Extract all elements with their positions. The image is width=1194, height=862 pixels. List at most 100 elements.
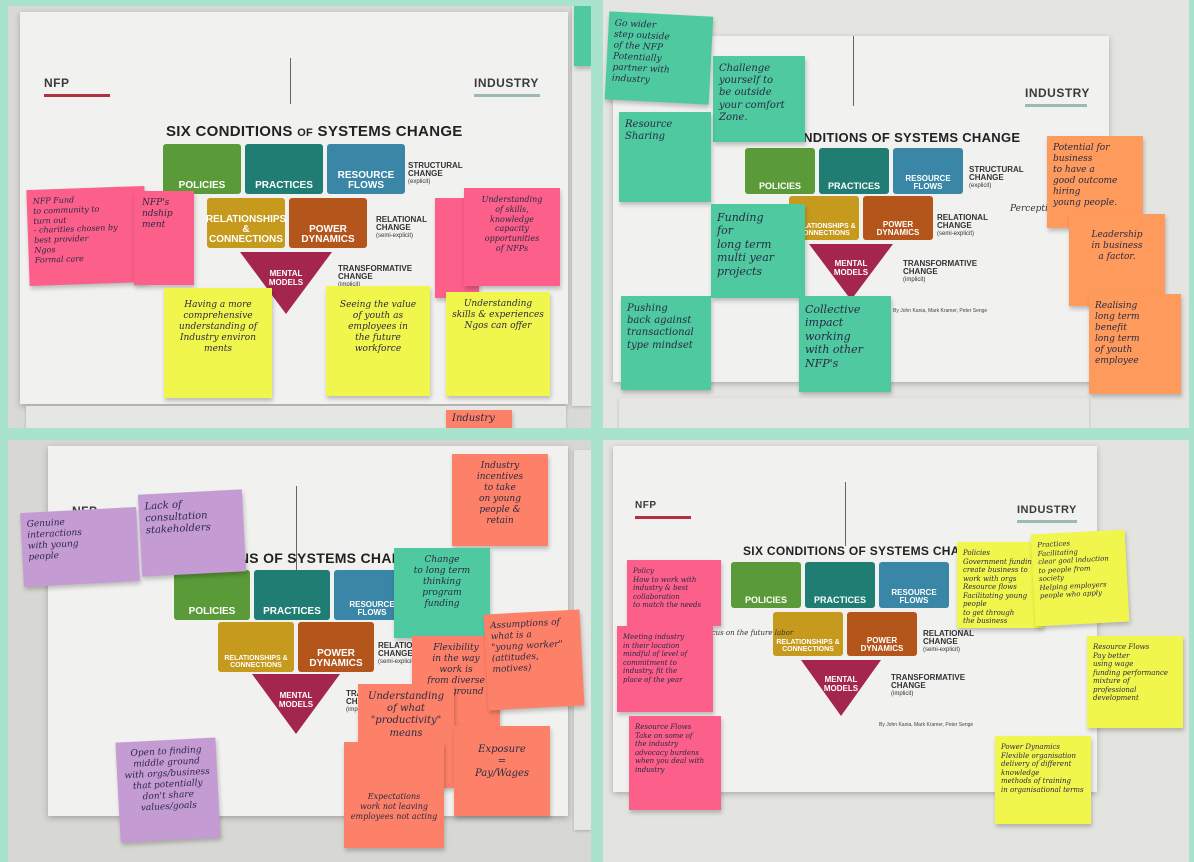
- nfp-underline: [635, 516, 691, 519]
- relational-sub: (semi-explicit): [378, 658, 416, 665]
- sticky-note: Open to finding middle ground with orgs/…: [115, 737, 221, 843]
- credit-text: By John Kania, Mark Kramer, Peter Senge: [879, 722, 974, 728]
- structural-label: STRUCTURAL CHANGE(explicit): [969, 165, 1025, 189]
- title-main: SIX CONDITIONS: [166, 123, 293, 140]
- relational-label: RELATIONAL CHANGE(semi-explicit): [376, 215, 436, 239]
- structural-sub: (explicit): [969, 182, 992, 189]
- resource-flows-label: RESOURCE FLOWS: [337, 170, 395, 191]
- title-text: CONDITIONS OF SYSTEMS CHANGE: [783, 130, 1021, 145]
- sticky-note: Leadership in business a factor.: [1069, 214, 1165, 306]
- transformative-sub: (implicit): [346, 707, 406, 713]
- practices-label: PRACTICES: [263, 606, 321, 617]
- transformative-label: TRANSFORMATIVE CHANGE(implicit): [338, 264, 412, 288]
- panel-bottom-left: NFP DITIONS OF SYSTEMS CHANGE POLICIES P…: [8, 440, 591, 862]
- power-dynamics-box: POWER DYNAMICS: [863, 196, 933, 240]
- relationships-label: RELATIONSHIPS & CONNECTIONS: [224, 655, 288, 669]
- sticky-note: Expectations work not leaving employees …: [344, 742, 444, 848]
- resource-flows-label: RESOURCE FLOWS: [349, 600, 395, 617]
- structural-text: STRUCTURAL CHANGE: [408, 161, 463, 179]
- title-rest: SYSTEMS CHANGE: [317, 123, 463, 140]
- panel-top-right: INDUSTRY CONDITIONS OF SYSTEMS CHANGE PO…: [603, 0, 1189, 428]
- mental-models-label: MENTAL MODELS: [278, 691, 314, 709]
- sticky-note: Go wider step outside of the NFP Potenti…: [604, 11, 714, 105]
- resource-flows-box: RESOURCE FLOWS: [893, 148, 963, 194]
- power-label: POWER DYNAMICS: [860, 636, 904, 653]
- panel-bottom-right: NFP INDUSTRY SIX CONDITIONS OF SYSTEMS C…: [603, 440, 1189, 862]
- bottom-tab-note: Industry: [446, 410, 512, 428]
- sticky-note: Funding for long term multi year project…: [711, 204, 805, 298]
- transformative-sub: (implicit): [891, 690, 914, 697]
- nfp-underline: [44, 94, 110, 97]
- industry-underline: [1025, 104, 1087, 107]
- power-label: POWER DYNAMICS: [301, 224, 355, 245]
- industry-label: INDUSTRY: [474, 76, 539, 90]
- mental-models-label: MENTAL MODELS: [823, 675, 859, 693]
- transformative-label: TRANSFORMATIVE CHANGE(implicit): [903, 259, 977, 283]
- sticky-note: Potential for business to have a good ou…: [1047, 136, 1143, 228]
- structural-sub: (explicit): [408, 178, 431, 185]
- sticky-note: Genuine interactions with young people: [20, 507, 140, 587]
- nfp-label: NFP: [44, 76, 70, 90]
- transformative-sub: (implicit): [903, 276, 926, 283]
- relationships-label: RELATIONSHIPS & CONNECTIONS: [776, 639, 840, 653]
- relational-text: RELATIONAL CHANGE: [376, 215, 427, 233]
- margin-text: Focus on the future labor: [703, 629, 794, 637]
- center-divider: [853, 36, 854, 106]
- poster-title: SIX CONDITIONS OF SYSTEMS CHAN: [743, 544, 969, 558]
- sticky-note: Collective impact working with other NFP…: [799, 296, 891, 392]
- power-label: POWER DYNAMICS: [309, 648, 363, 669]
- transformative-text: TRANSFORMATIVE CHANGE: [903, 259, 978, 277]
- transformative-text: TRANSFORMATIVE CHANGE: [891, 673, 966, 691]
- poster-title: CONDITIONS OF SYSTEMS CHANGE: [783, 130, 1020, 145]
- power-label: POWER DYNAMICS: [876, 220, 920, 237]
- panel-top-left: NFP INDUSTRY SIX CONDITIONS OF SYSTEMS C…: [8, 6, 591, 428]
- mental-models-triangle: [252, 674, 340, 734]
- sticky-note: Realising long term benefit long term of…: [1089, 294, 1181, 394]
- poster-title: SIX CONDITIONS OF SYSTEMS CHANGE: [166, 123, 463, 140]
- margin-text: Perceptions: [1010, 204, 1064, 214]
- power-dynamics-box: POWER DYNAMICS: [289, 198, 367, 248]
- bottom-tab-label: Industry: [452, 413, 495, 424]
- industry-underline: [474, 94, 540, 97]
- policies-label: POLICIES: [758, 181, 801, 191]
- relational-label: RELATIONAL CHANGE(semi-explicit): [937, 213, 993, 237]
- sticky-note: Exposure = Pay/Wages: [454, 726, 550, 816]
- transformative-sub: (implicit): [338, 281, 361, 288]
- center-divider: [845, 482, 846, 546]
- structural-label: STRUCTURAL CHANGE(explicit): [408, 161, 468, 185]
- sticky-note: Lack of consultation stakeholders: [137, 489, 247, 577]
- relationships-box: RELATIONSHIPS & CONNECTIONS: [218, 622, 294, 672]
- practices-label: PRACTICES: [255, 180, 313, 191]
- industry-label: INDUSTRY: [1017, 504, 1077, 516]
- mental-models-triangle: [809, 244, 893, 300]
- relational-text: RELATIONAL CHANGE: [378, 641, 429, 659]
- practices-box: PRACTICES: [245, 144, 323, 194]
- practices-label: PRACTICES: [813, 595, 866, 605]
- structural-text: STRUCTURAL CHANGE: [969, 165, 1024, 183]
- mental-models-label: MENTAL MODELS: [268, 269, 304, 287]
- sticky-note: Resource Sharing: [619, 112, 711, 202]
- sticky-note: Change to long term thinking program fun…: [394, 548, 490, 638]
- relational-text: RELATIONAL CHANGE: [923, 629, 974, 647]
- right-sheet-edge: [572, 6, 591, 406]
- right-sheet-edge: [574, 450, 591, 830]
- policies-box: POLICIES: [174, 570, 250, 620]
- title-of: OF: [297, 127, 314, 139]
- sticky-note: Policy How to work with industry & best …: [627, 560, 721, 626]
- practices-label: PRACTICES: [827, 181, 880, 191]
- resource-flows-label: RESOURCE FLOWS: [905, 174, 951, 191]
- industry-label: INDUSTRY: [1025, 86, 1090, 100]
- sticky-note: Understanding of skills, knowledge capac…: [464, 188, 560, 286]
- practices-box: PRACTICES: [254, 570, 330, 620]
- relational-text: RELATIONAL CHANGE: [937, 213, 988, 231]
- center-divider: [290, 58, 291, 104]
- sticky-note: Policies Government funding create busin…: [957, 542, 1043, 628]
- nfp-label: NFP: [635, 500, 657, 511]
- sticky-note: Practices Facilitating clear goal induct…: [1030, 529, 1130, 627]
- resource-flows-box: RESOURCE FLOWS: [327, 144, 405, 194]
- policies-box: POLICIES: [731, 562, 801, 608]
- next-sheet-edge: [26, 406, 566, 428]
- sticky-note: Meeting industry in their location mindf…: [617, 626, 713, 712]
- sticky-note: Challenge yourself to be outside your co…: [713, 56, 805, 142]
- sticky-note: NFP Fund to community to turn out - char…: [26, 185, 148, 287]
